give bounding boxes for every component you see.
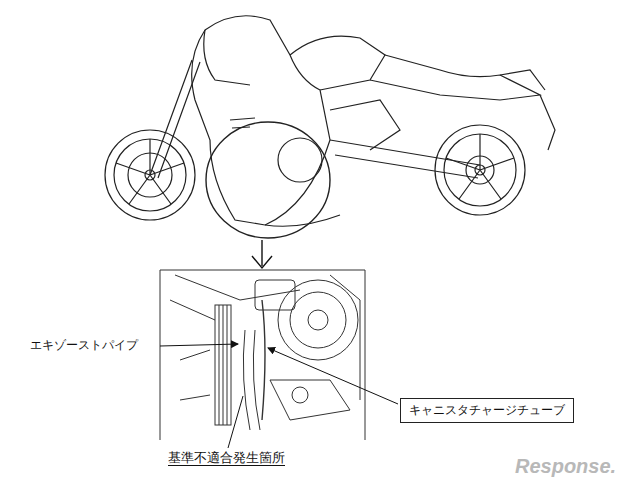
watermark: Response. [515,454,616,478]
defect-location-label: 基準不適合発生箇所 [168,450,285,466]
callout-box: キャニスタチャージチューブ [400,398,574,423]
part-name: キャニスタチャージチューブ [409,403,565,417]
part-name: エキゾーストパイプ [30,338,138,352]
